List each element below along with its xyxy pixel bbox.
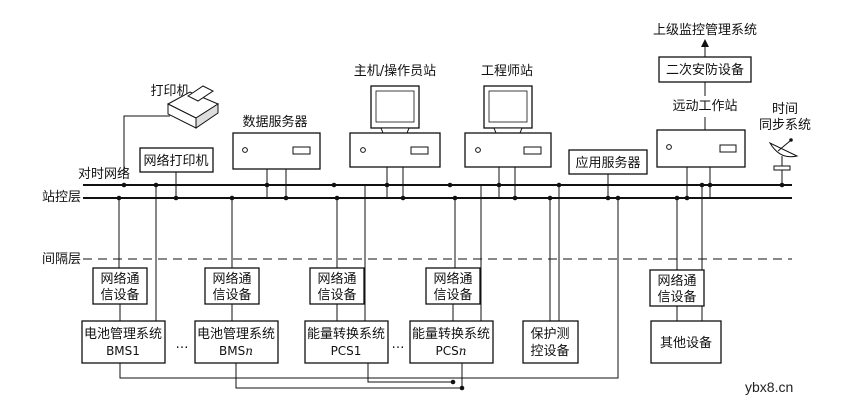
svg-text:BMS1: BMS1 (106, 344, 140, 358)
svg-text:PCSn: PCSn (436, 344, 467, 358)
printer-icon (166, 85, 220, 129)
printer-label: 打印机 (150, 84, 189, 99)
app-server-label: 应用服务器 (575, 155, 640, 171)
pcsn-box: 能量转换系统 PCSn (409, 320, 494, 364)
remote-workstation-icon (656, 129, 746, 168)
svg-text:能量转换系统: 能量转换系统 (412, 327, 490, 342)
bms1-box: 电池管理系统 BMS1 (81, 320, 166, 364)
svg-text:保护测: 保护测 (530, 327, 569, 342)
ellipsis-2: … (392, 337, 405, 352)
svg-text:BMSn: BMSn (219, 344, 253, 358)
data-server-icon (232, 132, 321, 170)
bay-layer-label: 间隔层 (42, 252, 81, 267)
svg-text:控设备: 控设备 (530, 343, 569, 359)
other-device-box: 其他设备 (650, 320, 722, 364)
svg-text:其他设备: 其他设备 (660, 335, 712, 351)
protection-box: 保护测 控设备 (522, 320, 579, 364)
engineer-computer-icon (464, 85, 552, 168)
svg-text:电池管理系统: 电池管理系统 (197, 327, 275, 342)
net-comm-box-5: 网络通 信设备 (649, 269, 705, 307)
svg-text:网络通: 网络通 (100, 271, 139, 287)
engineer-label: 工程师站 (481, 64, 533, 79)
time-sync-label-1: 时间 (772, 102, 798, 117)
svg-text:网络通: 网络通 (212, 271, 251, 287)
time-sync-label-2: 同步系统 (759, 118, 811, 133)
satellite-dish-icon (768, 138, 799, 171)
watermark: ybx8.cn (745, 379, 793, 395)
svg-text:信设备: 信设备 (657, 289, 696, 305)
net-comm-box-4: 网络通 信设备 (425, 267, 481, 305)
svg-text:网络通: 网络通 (657, 273, 696, 289)
svg-text:网络通: 网络通 (433, 271, 472, 287)
app-server-box (568, 149, 648, 175)
svg-text:能量转换系统: 能量转换系统 (307, 327, 385, 342)
bmsn-box: 电池管理系统 BMSn (194, 320, 279, 364)
svg-text:信设备: 信设备 (433, 287, 472, 303)
svg-text:PCS1: PCS1 (331, 344, 362, 358)
svg-text:网络通: 网络通 (317, 271, 356, 287)
svg-text:信设备: 信设备 (100, 287, 139, 303)
timing-network-label: 对时网络 (78, 166, 130, 182)
secondary-security-label: 二次安防设备 (666, 62, 744, 78)
station-layer-label: 站控层 (42, 190, 81, 205)
data-server-label: 数据服务器 (242, 114, 307, 130)
host-computer-icon (349, 85, 441, 168)
svg-text:信设备: 信设备 (317, 287, 356, 303)
net-comm-box-3: 网络通 信设备 (309, 267, 365, 305)
svg-text:电池管理系统: 电池管理系统 (84, 327, 162, 342)
pcs1-box: 能量转换系统 PCS1 (304, 320, 389, 364)
ellipsis-1: … (176, 337, 189, 352)
host-operator-label: 主机/操作员站 (354, 63, 436, 79)
upper-monitor-label: 上级监控管理系统 (653, 23, 757, 38)
svg-text:信设备: 信设备 (212, 287, 251, 303)
net-comm-box-1: 网络通 信设备 (92, 267, 148, 305)
network-printer-label: 网络打印机 (143, 153, 208, 169)
remote-station-label: 远动工作站 (672, 99, 737, 114)
net-comm-box-2: 网络通 信设备 (204, 267, 260, 305)
network-printer-box (139, 147, 214, 173)
